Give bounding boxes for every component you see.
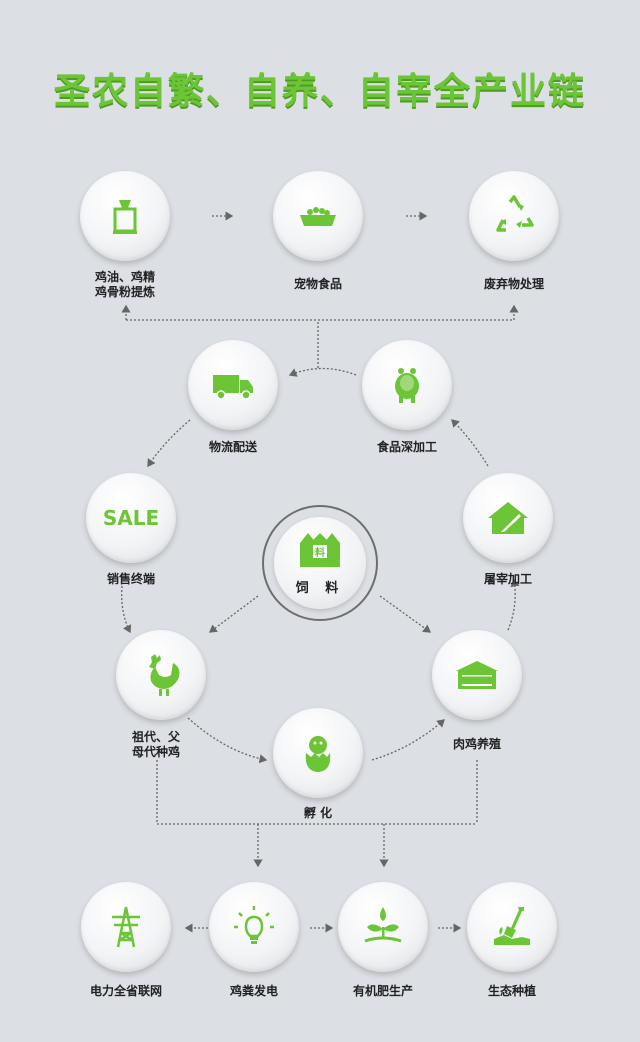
node-oil-refining (80, 171, 170, 261)
label-waste-treatment: 废弃物处理 (483, 277, 544, 291)
bag-icon (113, 200, 137, 234)
center-ring (262, 505, 378, 621)
label-organic-fertilizer: 有机肥生产 (352, 984, 413, 998)
label-feed: 饲 料 (295, 581, 345, 596)
label-hatch: 孵 化 (303, 806, 333, 820)
feed-badge: 料 (315, 546, 325, 559)
node-waste-treatment (469, 171, 559, 261)
label-pet-food: 宠物食品 (293, 277, 342, 291)
label-logistics: 物流配送 (208, 440, 257, 454)
node-sales: SALE (86, 473, 176, 563)
pet-bowl-icon (300, 207, 336, 226)
node-hatch (273, 708, 363, 798)
label-deep-processing: 食品深加工 (376, 440, 437, 454)
rooster-icon (149, 654, 180, 696)
node-biogas-power (209, 882, 299, 972)
shovel-icon (494, 907, 530, 945)
node-organic-fertilizer (338, 882, 428, 972)
node-pet-food (273, 171, 363, 261)
house-knife-icon (488, 502, 528, 534)
sale-icon: SALE (102, 506, 160, 530)
node-eco-farming (467, 882, 557, 972)
recycle-icon (496, 195, 534, 232)
label-broiler: 肉鸡养殖 (452, 737, 501, 751)
node-logistics (188, 340, 278, 430)
node-power-grid (81, 882, 171, 972)
roast-chicken-icon (395, 368, 419, 403)
node-feed: 料 (274, 517, 366, 609)
label-oil-refining: 鸡油、鸡精 鸡骨粉提炼 (94, 270, 155, 299)
label-power-grid: 电力全省联网 (89, 984, 162, 998)
barn-icon (456, 661, 498, 689)
power-tower-icon (112, 906, 140, 948)
lightbulb-icon (234, 906, 274, 944)
node-slaughter (463, 473, 553, 563)
sprout-icon (364, 907, 402, 943)
node-breeder (116, 630, 206, 720)
label-biogas-power: 鸡粪发电 (229, 984, 278, 998)
label-breeder: 祖代、父 母代种鸡 (131, 730, 180, 759)
label-eco-farming: 生态种植 (487, 984, 536, 998)
label-slaughter: 屠宰加工 (483, 572, 532, 586)
node-deep-processing (362, 340, 452, 430)
label-sales: 销售终端 (106, 572, 155, 586)
node-broiler (432, 630, 522, 720)
page-title: 圣农自繁、自养、自宰全产业链 (53, 71, 586, 112)
chick-egg-icon (305, 736, 331, 772)
truck-icon (213, 375, 253, 400)
feed-icon: 料 (300, 533, 340, 567)
